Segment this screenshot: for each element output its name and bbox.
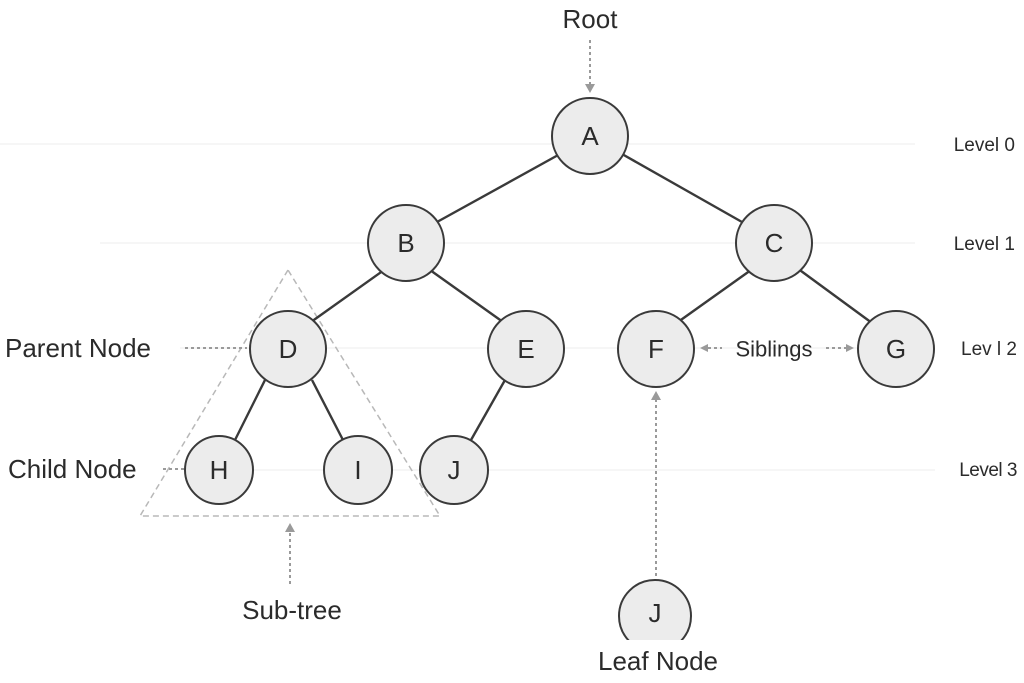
node-g: G	[857, 310, 935, 388]
node-e-label: E	[517, 334, 534, 364]
leaf-arrowhead	[651, 391, 661, 400]
root-arrowhead	[585, 84, 595, 93]
node-b: B	[367, 204, 445, 282]
node-i-label: I	[354, 455, 361, 485]
leaf-node-j-label: J	[649, 598, 662, 628]
level-guides	[0, 143, 935, 471]
edge-d-h	[233, 379, 267, 441]
child-node-label: Child Node	[8, 454, 137, 484]
siblings-arrowhead-left	[700, 344, 708, 352]
subtree-triangle	[138, 268, 442, 517]
edge-b-e	[429, 269, 504, 323]
level-0-label: Level 0	[954, 135, 1015, 156]
node-a: A	[551, 97, 629, 175]
node-j: J	[419, 435, 489, 505]
node-e: E	[487, 310, 565, 388]
node-a-label: A	[581, 121, 599, 151]
node-c: C	[735, 204, 813, 282]
edge-b-d	[310, 269, 385, 323]
siblings-arrowhead-right	[846, 344, 854, 352]
node-d-label: D	[279, 334, 298, 364]
node-f: F	[617, 310, 695, 388]
node-d: D	[249, 310, 327, 388]
edge-c-g	[796, 267, 873, 324]
node-f-label: F	[648, 334, 664, 364]
node-i: I	[323, 435, 393, 505]
edge-c-f	[677, 269, 752, 323]
node-c-label: C	[765, 228, 784, 258]
edge-a-c	[621, 152, 743, 224]
tree-edges	[233, 152, 873, 441]
subtree-arrowhead	[285, 523, 295, 532]
edge-a-b	[436, 152, 561, 224]
root-label: Root	[563, 4, 619, 34]
node-h-label: H	[210, 455, 229, 485]
siblings-label: Siblings	[735, 337, 812, 362]
level-3-label: Level 3	[959, 460, 1017, 481]
sub-tree-label: Sub-tree	[242, 595, 342, 625]
node-h: H	[184, 435, 254, 505]
leaf-node-label: Leaf Node	[598, 646, 718, 676]
level-1-label: Level 1	[954, 234, 1015, 255]
node-j-label: J	[448, 455, 461, 485]
node-g-label: G	[886, 334, 906, 364]
edge-d-i	[310, 379, 345, 441]
leaf-node-j: J	[610, 579, 705, 658]
parent-node-label: Parent Node	[5, 333, 151, 363]
node-b-label: B	[397, 228, 414, 258]
edge-e-j	[469, 379, 507, 441]
level-2-label: Lev l 2	[961, 339, 1017, 360]
annotation-arrows	[163, 40, 854, 584]
